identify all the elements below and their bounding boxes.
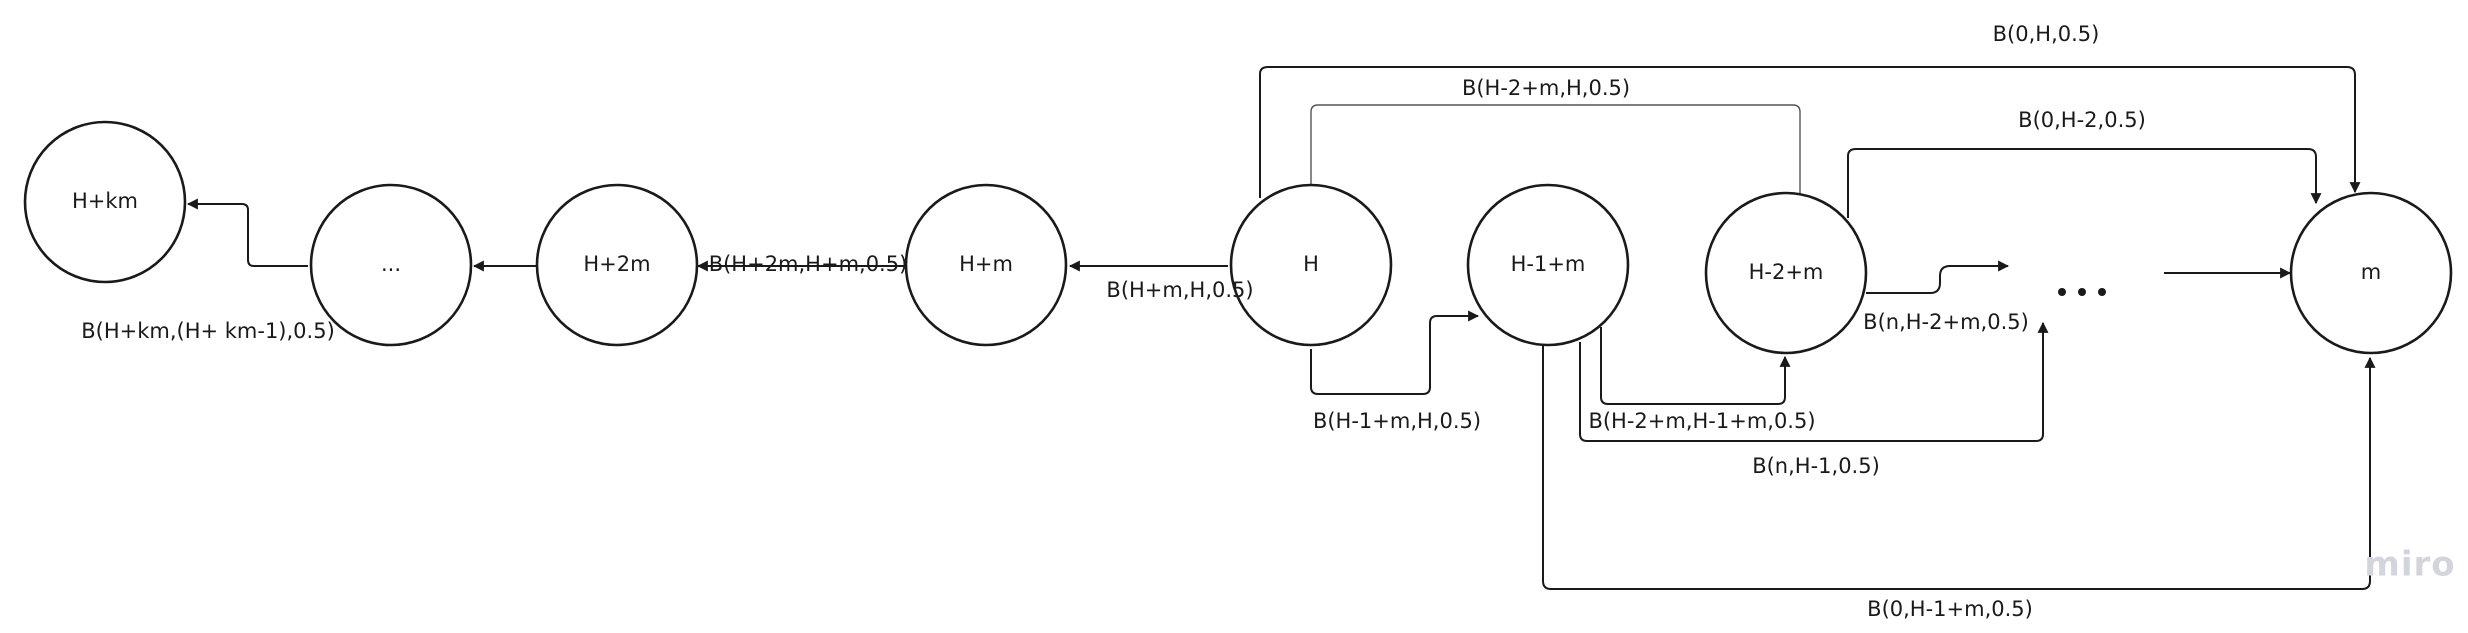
edge-label-b-h-m-h: B(H+m,H,0.5) (1106, 278, 1253, 302)
edge-h-to-m (1259, 66, 2361, 198)
edge-h-minus-2-plus-m-to-ellipsis (1866, 260, 2010, 294)
node-label: H+m (959, 252, 1013, 276)
edge-h-minus-2-plus-m-to-m (1847, 148, 2322, 218)
node-ellipsis-left: ... (309, 183, 473, 347)
edge-label-b-0-h: B(0,H,0.5) (1993, 22, 2100, 46)
edge-label-b-0-h-1-m: B(0,H-1+m,0.5) (1867, 597, 2033, 621)
edge-label-b-h-2-m-h: B(H-2+m,H,0.5) (1462, 76, 1630, 100)
edge-ellipsis-to-h-plus-km (186, 198, 308, 267)
edge-label-b-n-h-1: B(n,H-1,0.5) (1752, 454, 1880, 478)
edge-label-b-h-2m-h-m: B(H+2m,H+m,0.5) (709, 252, 908, 276)
edge-label-b-h-2-m-h-1-m: B(H-2+m,H-1+m,0.5) (1588, 409, 1815, 433)
node-label: H (1303, 252, 1319, 276)
node-h-minus-1-plus-m: H-1+m (1466, 183, 1630, 347)
node-h-plus-m: H+m (904, 183, 1068, 347)
edge-h-minus-1-plus-m-to-m (1542, 345, 2376, 590)
node-label: H+2m (583, 252, 650, 276)
edge-h-minus-1-plus-m-to-h-minus-2-plus-m (1600, 327, 1791, 405)
node-label: m (2361, 260, 2381, 284)
node-h: H (1229, 183, 1393, 347)
node-label: ... (381, 252, 401, 276)
node-label: H-1+m (1511, 252, 1586, 276)
ellipsis-dots-right (2058, 288, 2106, 296)
node-h-minus-2-plus-m: H-2+m (1704, 191, 1868, 355)
miro-watermark: miro (2364, 545, 2455, 585)
node-m: m (2289, 191, 2453, 355)
node-label: H-2+m (1749, 260, 1824, 284)
node-h-plus-2m: H+2m (535, 183, 699, 347)
node-h-plus-km: H+km (23, 120, 187, 284)
edge-label-b-h-1-m-h: B(H-1+m,H,0.5) (1313, 409, 1481, 433)
edge-h-minus-1-plus-m-to-ellipsis (1579, 321, 2049, 442)
edge-label-b-n-h-2-m: B(n,H-2+m,0.5) (1863, 310, 2029, 334)
node-label: H+km (72, 189, 138, 213)
edge-h-to-h-minus-1-plus-m (1310, 310, 1480, 395)
edge-label-b-0-h-2: B(0,H-2,0.5) (2018, 108, 2146, 132)
edge-label-b-h-km: B(H+km,(H+ km-1),0.5) (81, 319, 335, 343)
